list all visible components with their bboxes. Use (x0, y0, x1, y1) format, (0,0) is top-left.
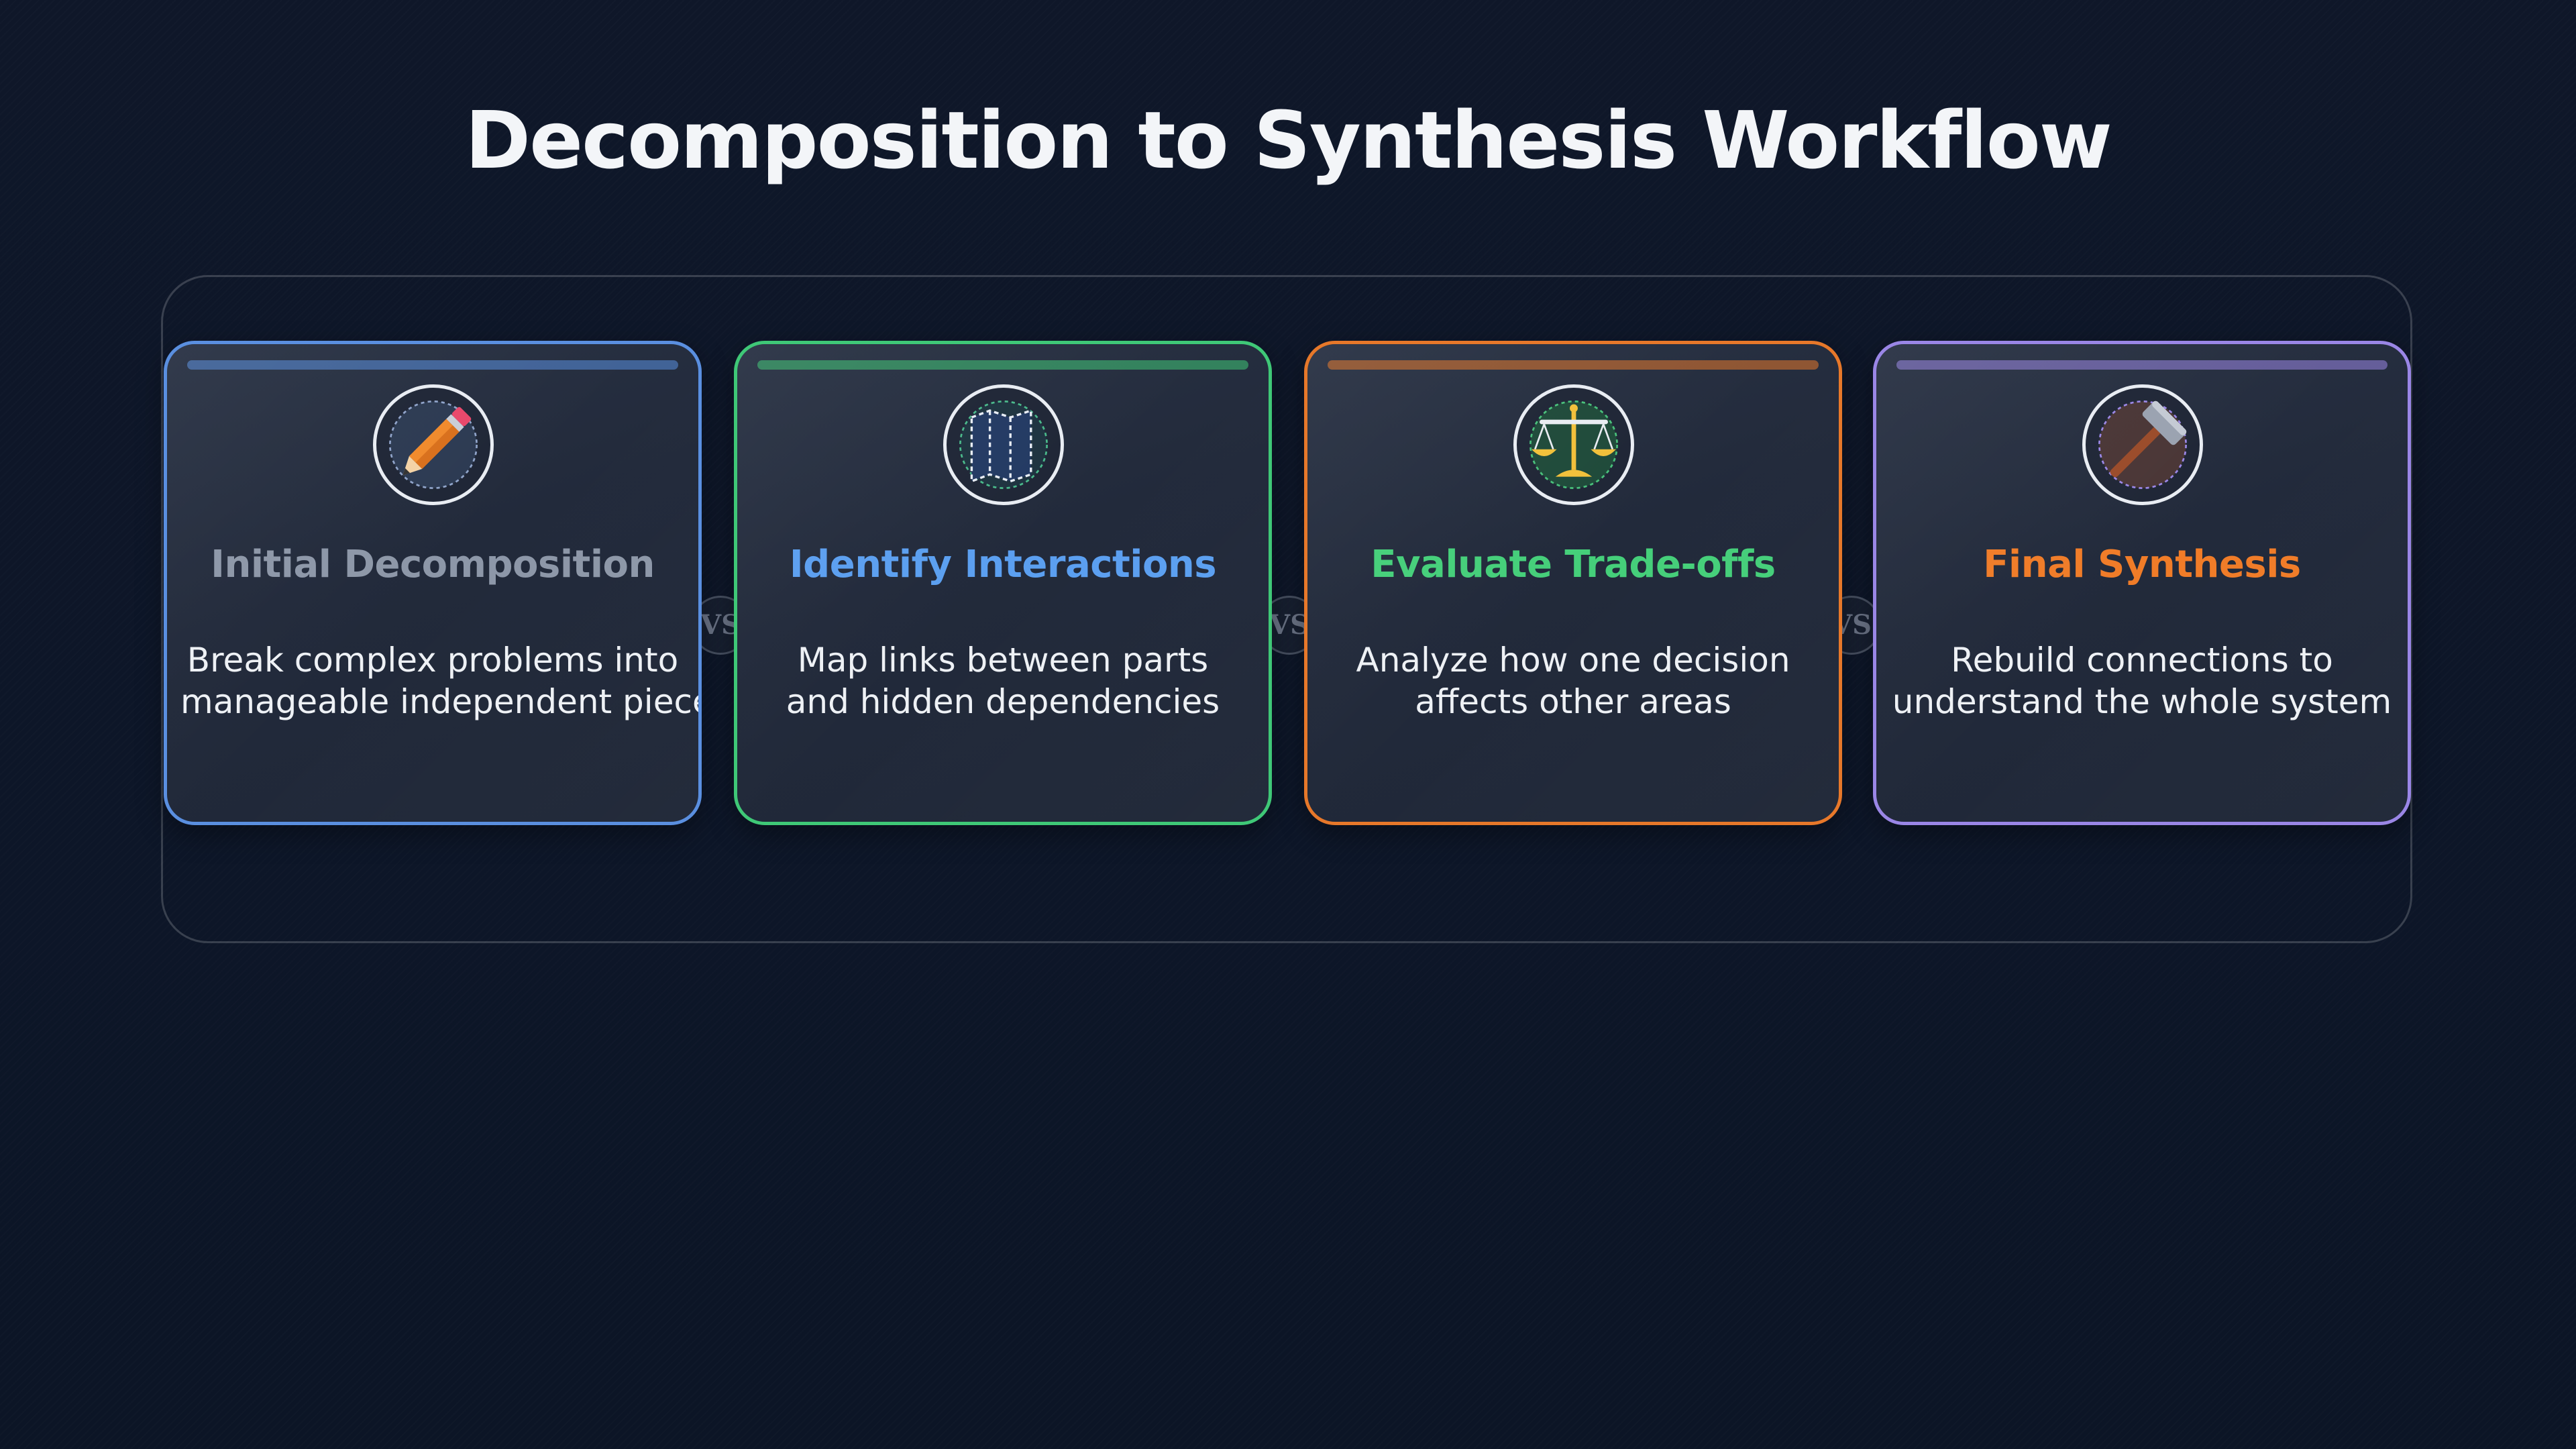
step-card-initial-decomposition: Initial Decomposition Break complex prob… (164, 341, 702, 825)
card-accent-bar (1896, 360, 2387, 370)
workflow-panel (161, 275, 2412, 943)
step-description: Rebuild connections to understand the wh… (1892, 641, 2392, 721)
step-description: Analyze how one decision affects other a… (1356, 641, 1790, 721)
step-card-final-synthesis: Final Synthesis Rebuild connections to u… (1873, 341, 2411, 825)
pencil-icon (373, 384, 494, 505)
step-heading: Final Synthesis (1983, 543, 2301, 586)
step-description: Break complex problems into manageable i… (180, 641, 702, 721)
step-card-identify-interactions: Identify Interactions Map links between … (734, 341, 1272, 825)
hammer-icon (2082, 384, 2203, 505)
step-heading: Evaluate Trade-offs (1371, 543, 1776, 586)
card-accent-bar (187, 360, 678, 370)
map-icon (943, 384, 1064, 505)
step-heading: Initial Decomposition (211, 543, 655, 586)
scales-icon (1513, 384, 1634, 505)
page-title: Decomposition to Synthesis Workflow (465, 94, 2112, 186)
step-description: Map links between parts and hidden depen… (786, 641, 1220, 721)
card-accent-bar (757, 360, 1248, 370)
step-heading: Identify Interactions (789, 543, 1217, 586)
step-card-evaluate-trade-offs: Evaluate Trade-offs Analyze how one deci… (1304, 341, 1842, 825)
card-accent-bar (1328, 360, 1819, 370)
